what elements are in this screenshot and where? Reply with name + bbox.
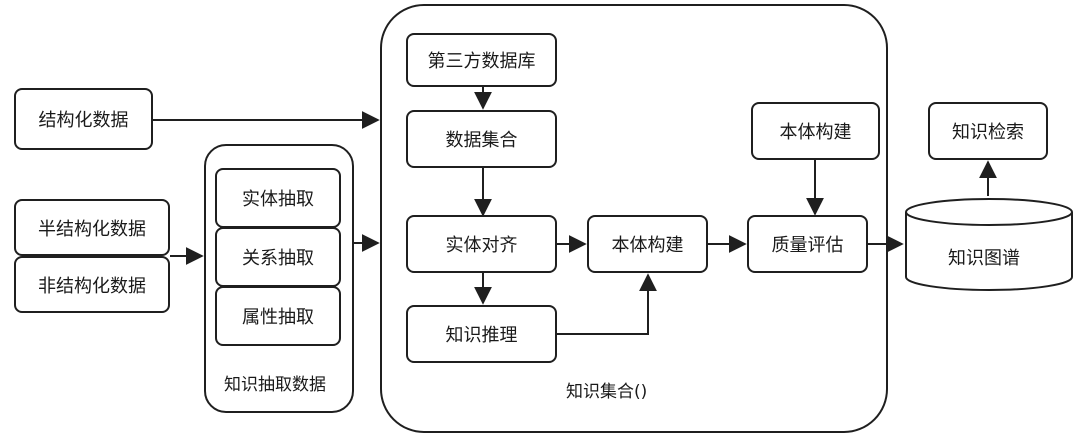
attribute-extraction-node: 属性抽取 — [215, 286, 341, 346]
arrow-reasoning-to-ontology — [557, 273, 657, 335]
ontology-construction-node: 本体构建 — [587, 215, 708, 273]
knowledge-reasoning-node: 知识推理 — [406, 305, 557, 363]
relation-extraction-node: 关系抽取 — [215, 227, 341, 287]
third-party-database-node: 第三方数据库 — [406, 33, 557, 87]
knowledge-search-node: 知识检索 — [928, 102, 1048, 160]
structured-data-node: 结构化数据 — [14, 88, 153, 150]
ontology-construction-top-node: 本体构建 — [751, 102, 880, 160]
unstructured-data-node: 非结构化数据 — [14, 256, 170, 313]
fusion-group — [380, 4, 888, 433]
semi-structured-data-node: 半结构化数据 — [14, 199, 170, 256]
entity-alignment-node: 实体对齐 — [406, 215, 557, 273]
knowledge-graph-cylinder — [905, 198, 1073, 291]
knowledge-graph-label: 知识图谱 — [948, 248, 1020, 269]
extraction-group — [204, 144, 354, 413]
extraction-group-label: 知识抽取数据 — [224, 375, 326, 395]
entity-extraction-node: 实体抽取 — [215, 168, 341, 228]
data-integration-node: 数据集合 — [406, 110, 557, 168]
quality-evaluation-node: 质量评估 — [747, 215, 868, 273]
fusion-group-label: 知识集合() — [566, 382, 648, 402]
